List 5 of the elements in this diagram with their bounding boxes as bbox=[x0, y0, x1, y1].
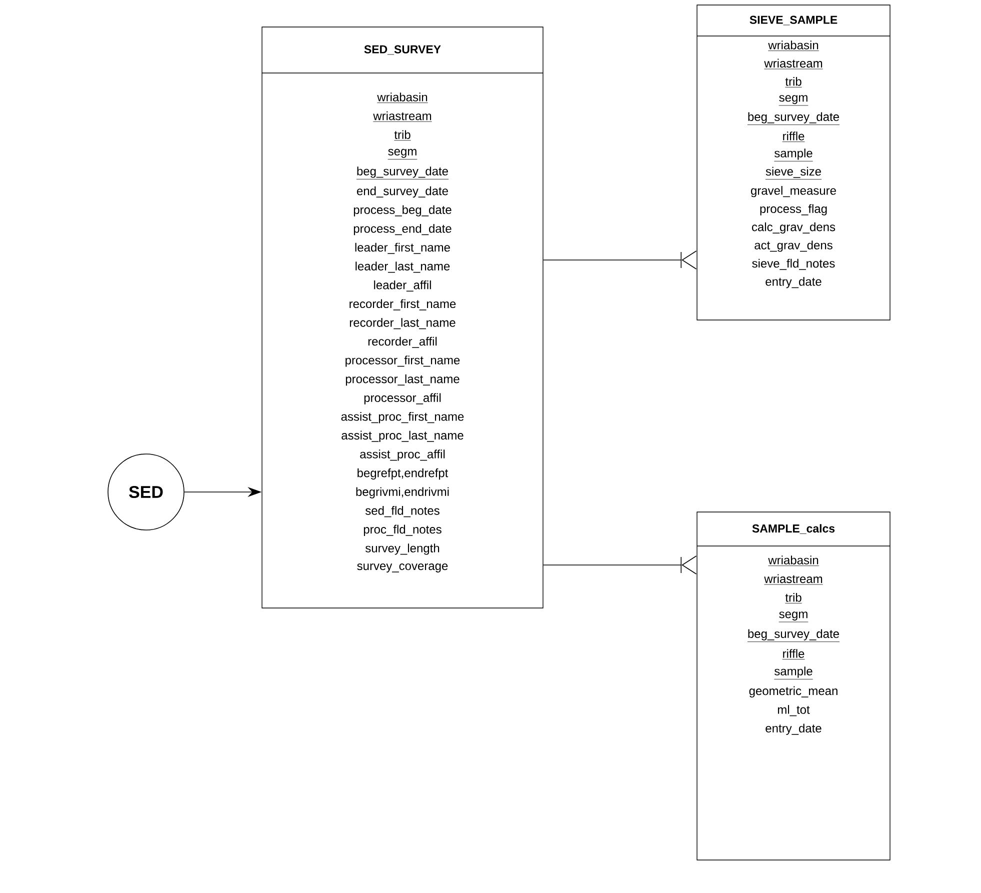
entity-table: SAMPLE_calcs wriabasin wriastream trib segm beg_survey_date riffle sample geometric_mean ml_tot entry_date bbox=[696, 512, 890, 860]
entity-table: SIEVE_SAMPLE wriabasin wriastream trib segm beg_survey_date riffle sample sieve_size gravel_measure process_flag calc_grav_dens act_grav_dens sieve_fld_notes entry_date bbox=[696, 4, 890, 320]
relationship-line bbox=[542, 250, 697, 270]
entity-table: SED_SURVEY wriabasin wriastream trib segm beg_survey_date end_survey_date process_beg_date process_end_date leader_first_name leader_last_name leader_affil recorder_first_name recorder_last_name recorder_affil processor_first_name processor_last_name processor_affil assist_proc_first_name assist_proc_last_name assist_proc_affil begrefpt,endrefpt begrivmi,endrivmi sed_fld_notes proc_fld_notes survey_length survey_coverage bbox=[262, 26, 544, 608]
relationship-line bbox=[542, 556, 697, 574]
